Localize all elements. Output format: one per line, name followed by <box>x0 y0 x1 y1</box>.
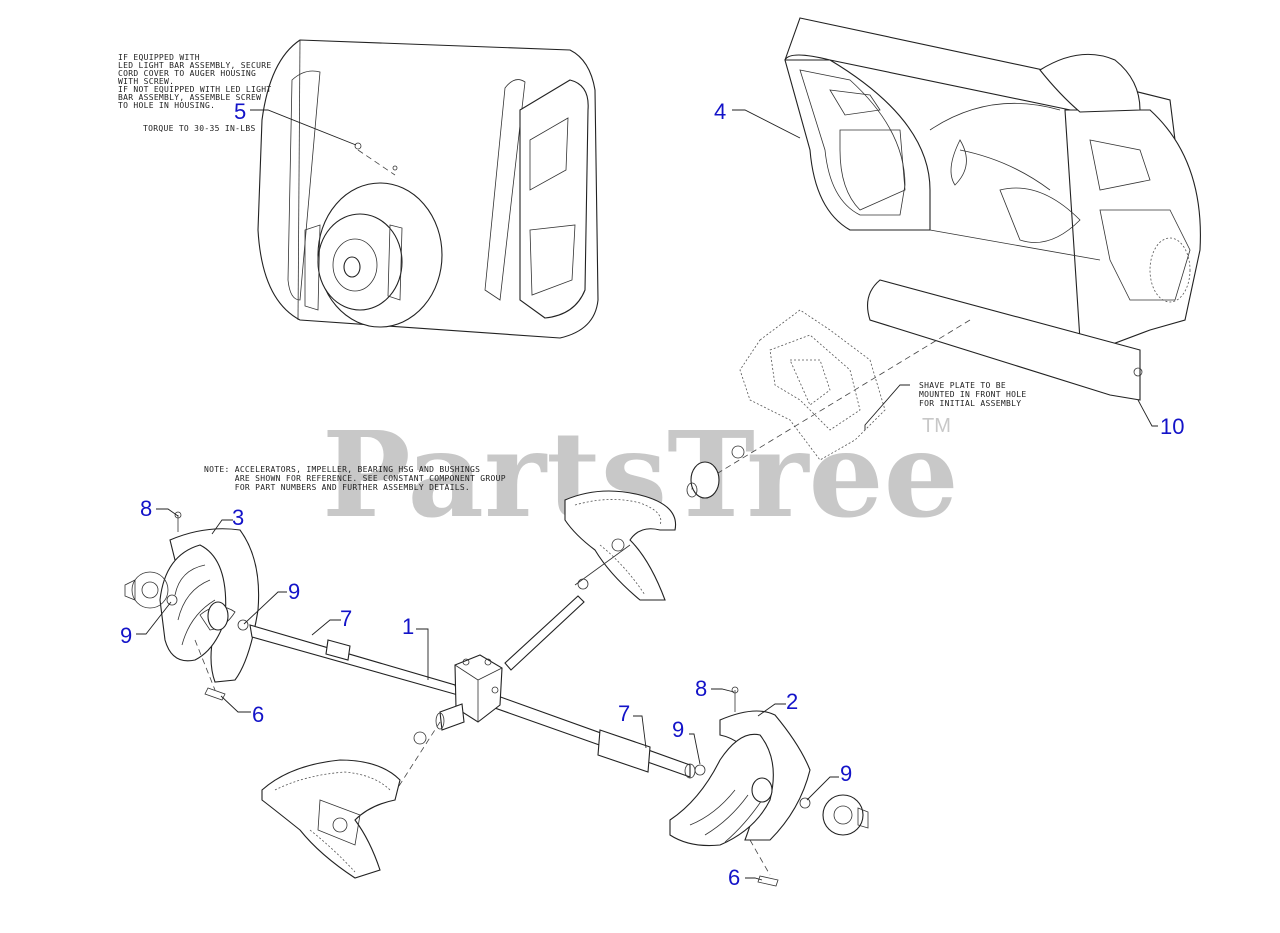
accelerator-lower <box>261 759 401 879</box>
callout-9: 9 <box>672 717 684 742</box>
callout-8: 8 <box>140 496 152 521</box>
callout-7: 7 <box>618 701 630 726</box>
callout-9: 9 <box>288 579 300 604</box>
callout-2: 2 <box>786 689 798 714</box>
note-line: IF EQUIPPED WITH <box>118 53 200 62</box>
note-line: FOR PART NUMBERS AND FURTHER ASSEMBLY DE… <box>204 483 470 492</box>
callout-7: 7 <box>340 606 352 631</box>
leader-lines <box>136 109 1158 881</box>
note-line: ARE SHOWN FOR REFERENCE. SEE CONSTANT CO… <box>204 474 506 483</box>
note-line: TO HOLE IN HOUSING. <box>118 101 215 110</box>
note-line: FOR INITIAL ASSEMBLY <box>919 399 1021 408</box>
auger-spiral-left <box>124 511 260 701</box>
callout-3: 3 <box>232 505 244 530</box>
auger-spiral-right <box>669 686 869 887</box>
impeller-reference <box>686 309 971 499</box>
auger-shaft-gearbox <box>249 595 696 801</box>
note-line: MOUNTED IN FRONT HOLE <box>919 390 1026 399</box>
callout-10: 10 <box>1160 414 1184 439</box>
callout-6: 6 <box>728 865 740 890</box>
note-line: BAR ASSEMBLY, ASSEMBLE SCREW <box>118 93 261 102</box>
accelerator-upper <box>564 490 677 601</box>
watermark-trademark: TM <box>922 415 951 437</box>
callout-8: 8 <box>695 676 707 701</box>
auger-housing-front <box>784 17 1201 401</box>
callout-5: 5 <box>234 99 246 124</box>
note-line: CORD COVER TO AUGER HOUSING <box>118 69 256 78</box>
note-torque: TORQUE TO 30-35 IN-LBS <box>143 124 256 133</box>
callout-1: 1 <box>402 614 414 639</box>
callout-numbers: 5 4 10 8 3 9 9 7 1 6 8 2 7 9 9 6 <box>120 99 1184 890</box>
screw-detail <box>354 142 398 176</box>
note-line: LED LIGHT BAR ASSEMBLY, SECURE <box>118 61 272 70</box>
auger-housing-rear <box>257 39 599 339</box>
note-accelerators: NOTE: ACCELERATORS, IMPELLER, BEARING HS… <box>204 465 506 492</box>
callout-6: 6 <box>252 702 264 727</box>
note-line: SHAVE PLATE TO BE <box>919 381 1006 390</box>
note-led-light-bar: IF EQUIPPED WITH LED LIGHT BAR ASSEMBLY,… <box>118 53 272 110</box>
note-line: WITH SCREW. <box>118 77 174 86</box>
callout-9: 9 <box>120 623 132 648</box>
note-shave-plate: SHAVE PLATE TO BE MOUNTED IN FRONT HOLE … <box>919 381 1026 408</box>
note-line: NOTE: ACCELERATORS, IMPELLER, BEARING HS… <box>204 465 480 474</box>
callout-9: 9 <box>840 761 852 786</box>
callout-4: 4 <box>714 99 726 124</box>
note-line: IF NOT EQUIPPED WITH LED LIGHT <box>118 85 272 94</box>
